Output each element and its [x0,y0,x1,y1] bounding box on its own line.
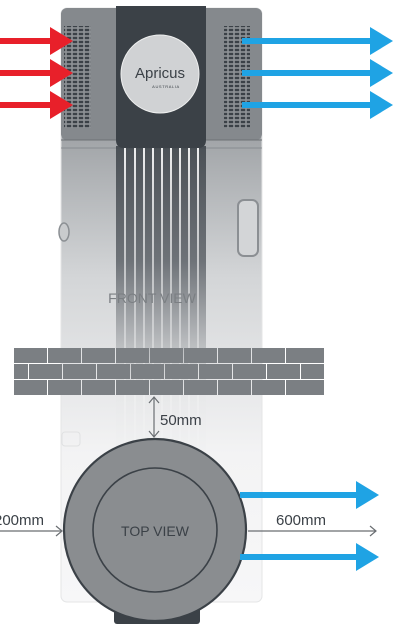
right-clearance-dimension [248,525,377,537]
blue-arrow-right-icon [242,59,393,87]
top-view: TOP VIEW [62,437,248,624]
blue-arrow-right-icon [242,91,393,119]
top-view-outer-circle [62,437,248,623]
brand-sub: AUSTRALIA [152,84,180,89]
top-view-inner-circle [92,467,218,593]
red-arrow-right-icon [0,91,73,119]
wall-gap-dimension [148,396,160,438]
brand-name: Apricus [135,65,185,82]
red-arrow-right-icon [0,59,73,87]
apricus-logo-icon: Apricus AUSTRALIA [120,34,200,114]
lower-port [61,431,81,447]
left-clearance-label: 200mm [0,512,44,529]
blue-arrow-right-icon [240,543,379,571]
wall-gap-label: 50mm [160,412,202,429]
front-view-label: FRONT VIEW [108,290,196,306]
left-clearance-dimension [0,525,63,537]
inlet-arrows [0,27,73,119]
top-view-outlet-arrows [240,481,379,571]
blue-arrow-right-icon [242,27,393,55]
red-arrow-right-icon [0,27,73,55]
outlet-arrows [242,27,393,119]
wall [14,348,324,395]
right-clearance-label: 600mm [276,512,326,529]
side-handle [237,199,259,257]
strip-ribs [124,148,199,478]
side-knob [58,222,70,242]
blue-arrow-right-icon [240,481,379,509]
top-view-label: TOP VIEW [121,523,190,539]
